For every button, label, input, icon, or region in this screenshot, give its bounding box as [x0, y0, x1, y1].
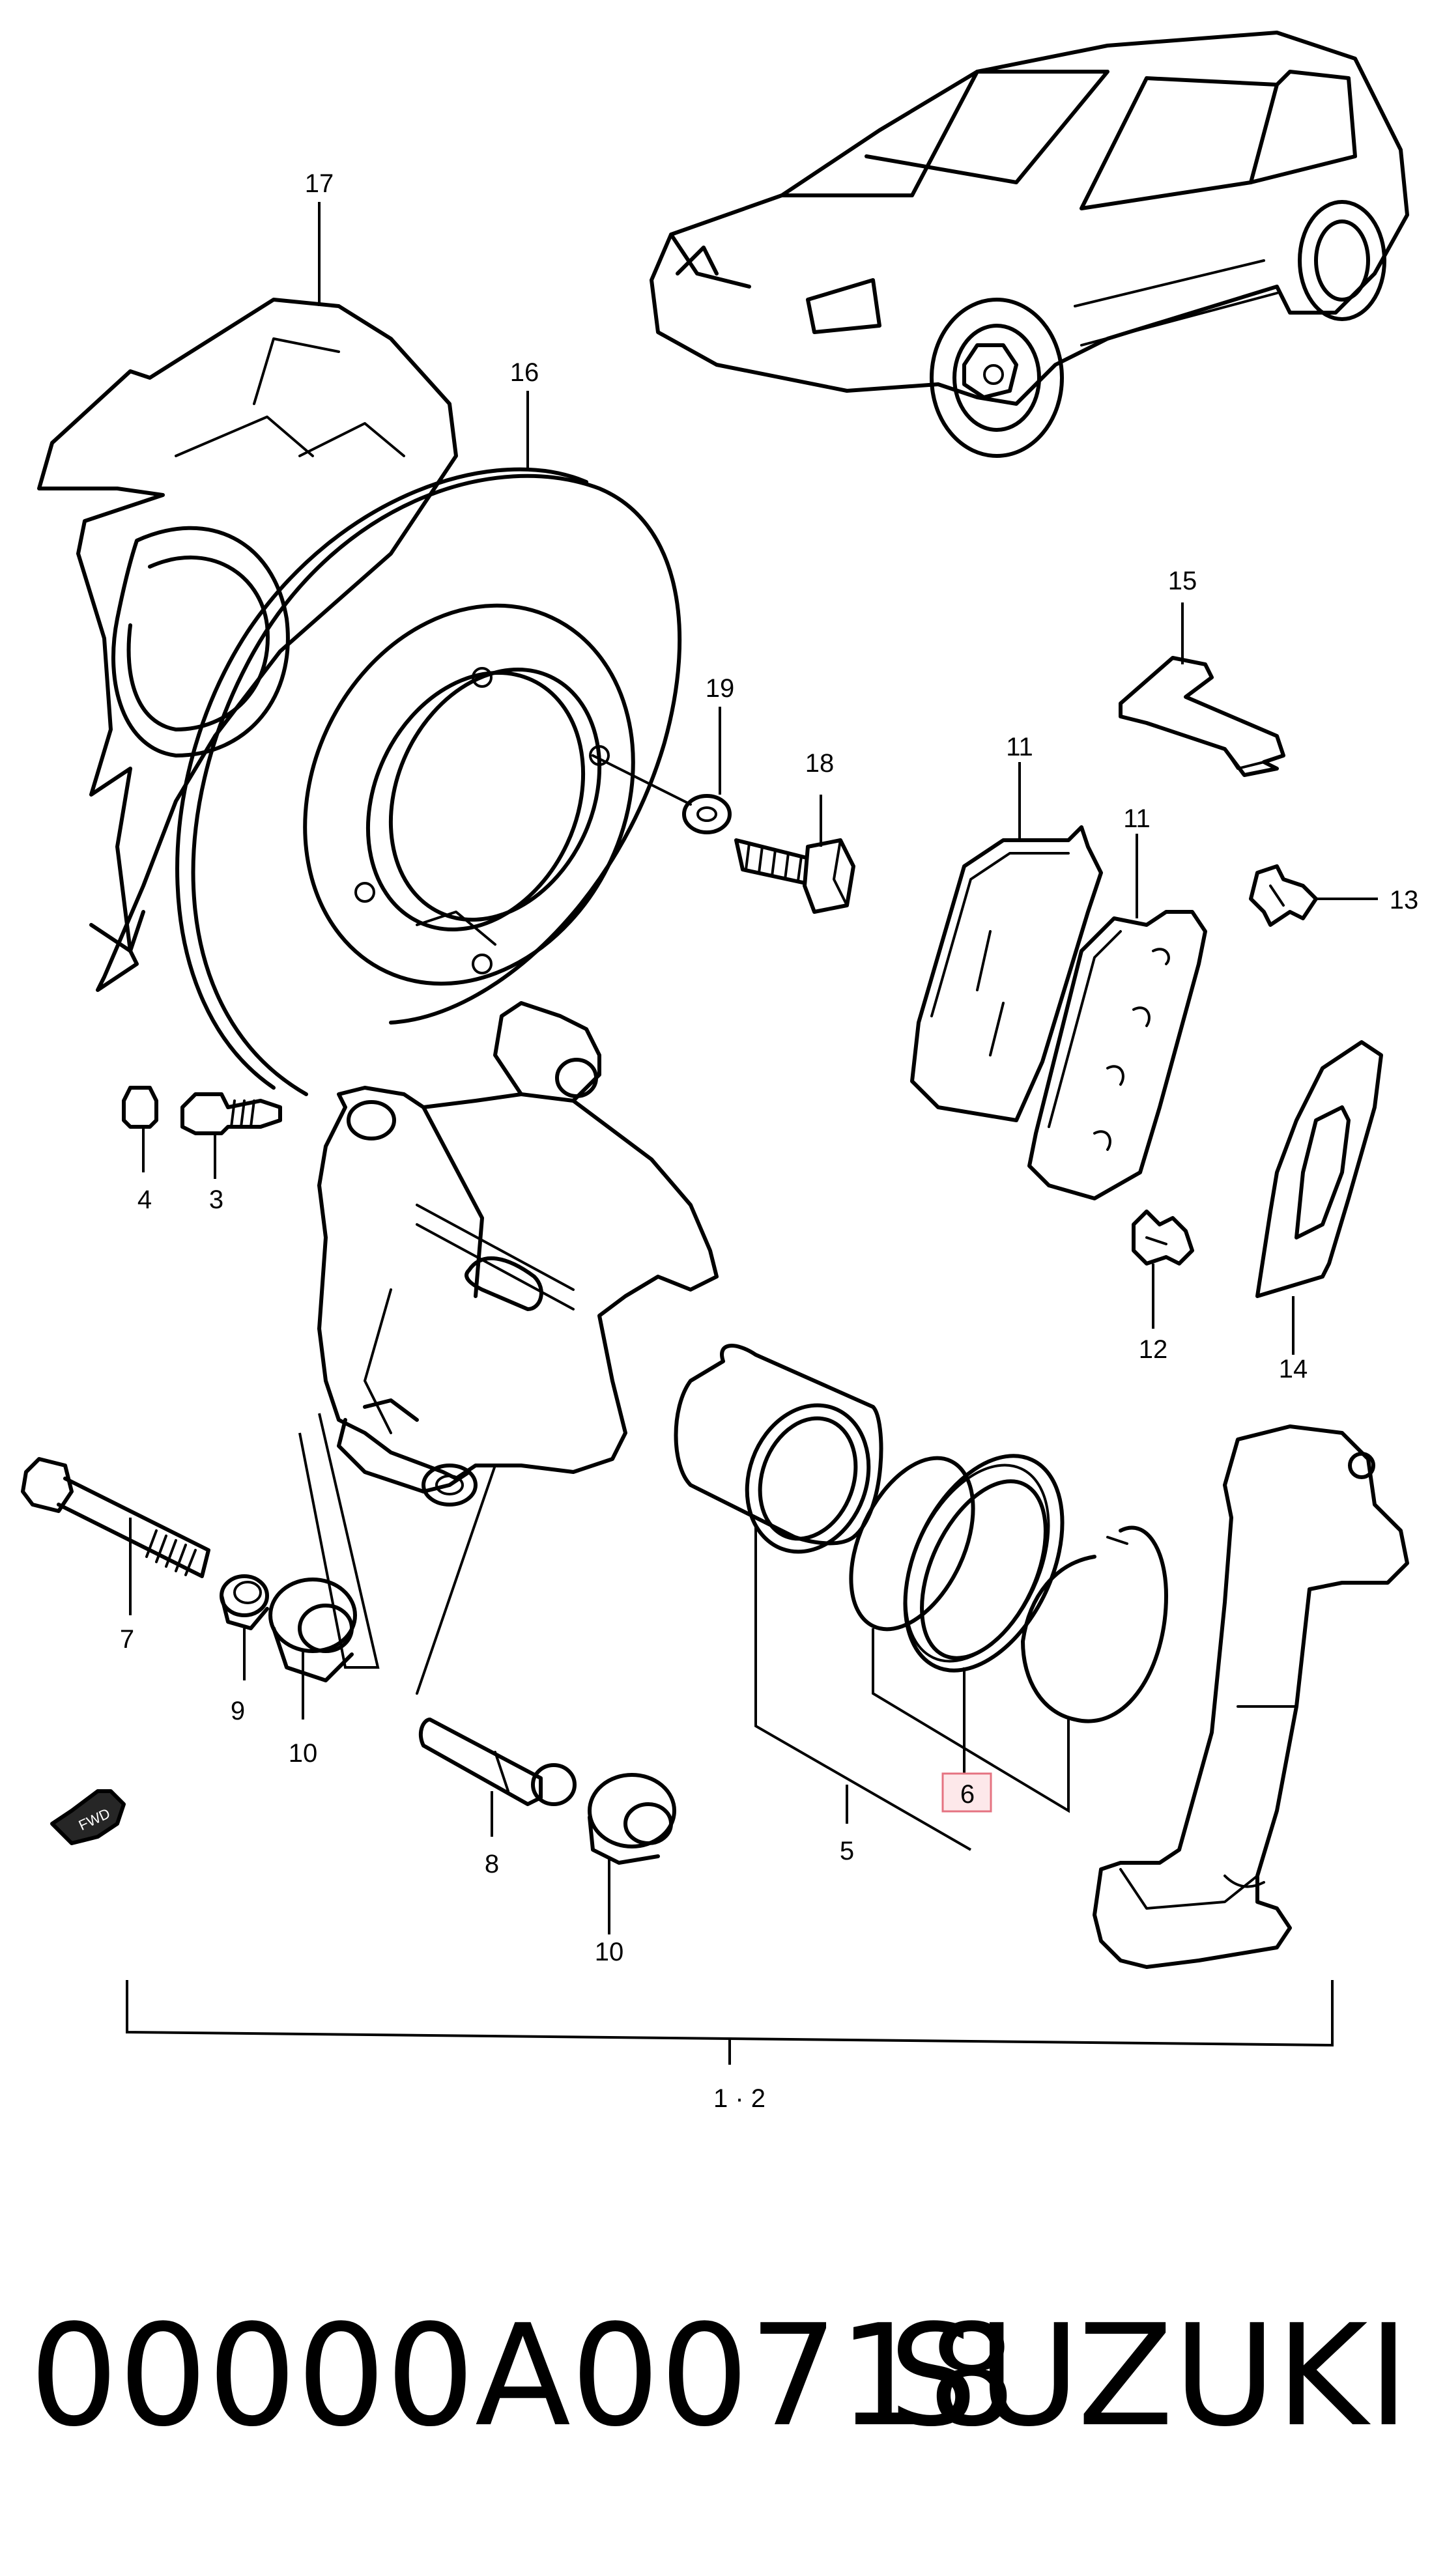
callout-19: 19 [706, 674, 735, 703]
part-number: 00000A00718 [29, 2294, 1016, 2457]
callout-1-2: 1 · 2 [713, 2084, 765, 2113]
boot-10-upper [268, 1578, 357, 1682]
brake-pad-11-right [1027, 910, 1207, 1200]
bleeder-cap-4 [122, 1086, 158, 1129]
callout-9: 9 [231, 1697, 245, 1725]
brake-disc-16 [175, 467, 682, 1096]
callout-15: 15 [1168, 567, 1197, 595]
brake-pad-11-left [910, 825, 1103, 1122]
callout-13: 13 [1390, 886, 1419, 914]
boot-10-lower [588, 1773, 676, 1865]
callout-16: 16 [510, 358, 539, 387]
callout-4: 4 [137, 1185, 152, 1214]
guide-bolt-7 [21, 1457, 210, 1578]
clip-12 [1132, 1210, 1194, 1266]
callout-8: 8 [485, 1850, 499, 1878]
callout-6-highlight [941, 1772, 992, 1813]
callout-5: 5 [840, 1837, 854, 1865]
callout-17: 17 [305, 169, 334, 198]
bleeder-screw-3 [180, 1092, 282, 1135]
callout-7: 7 [120, 1625, 134, 1654]
brake-caliper-exploded-diagram: FWD 17 16 19 18 15 11 11 [21, 31, 1418, 2113]
callout-18: 18 [805, 749, 835, 778]
callout-3: 3 [209, 1185, 223, 1214]
bushing-9 [220, 1574, 269, 1630]
leader-lines [126, 202, 1378, 2065]
caliper-body [317, 1001, 719, 1507]
guide-pin-8 [416, 1464, 577, 1806]
callout-12: 12 [1139, 1335, 1168, 1364]
callout-6: 6 [960, 1780, 975, 1809]
callout-11-right: 11 [1123, 804, 1151, 833]
clip-13 [1249, 864, 1318, 927]
washer-19 [592, 754, 732, 834]
shim-14 [1255, 1040, 1383, 1298]
caliper-carrier-bracket [1093, 1424, 1409, 1969]
callout-11-left: 11 [1006, 733, 1033, 761]
bolt-18 [734, 838, 855, 914]
seal-6 [849, 1454, 1168, 1723]
callout-10-upper: 10 [289, 1739, 318, 1768]
forward-arrow-icon: FWD [50, 1789, 126, 1845]
brand-name: SUZUKI [888, 2294, 1409, 2457]
piston-5 [674, 1344, 883, 1554]
callout-14: 14 [1279, 1355, 1308, 1383]
car-illustration [650, 31, 1409, 458]
clip-15 [1119, 656, 1285, 777]
callout-labels: 17 16 19 18 15 11 11 13 4 3 12 14 7 9 10… [120, 169, 1418, 2113]
callout-10-lower: 10 [595, 1938, 624, 1966]
